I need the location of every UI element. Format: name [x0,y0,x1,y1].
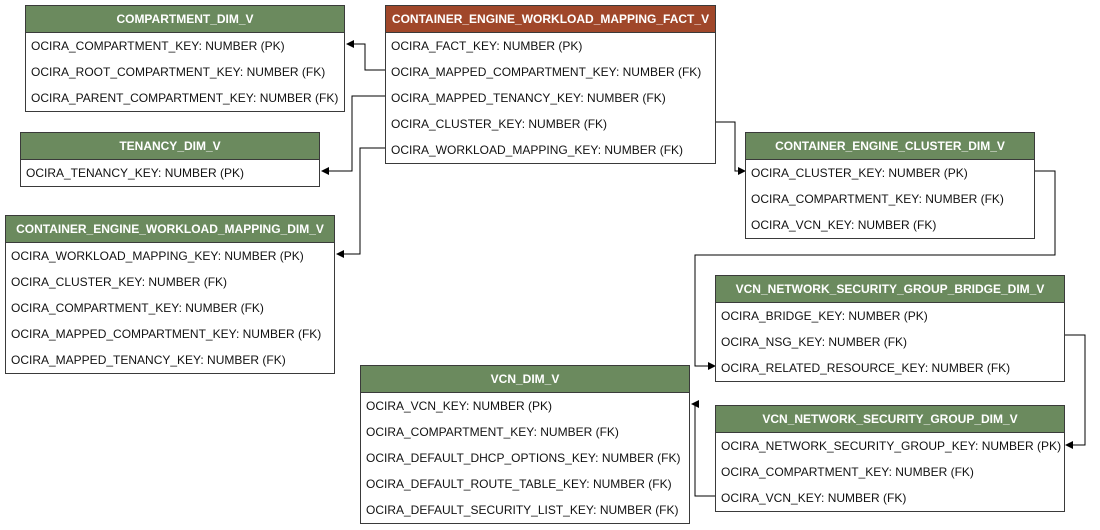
entity-title: VCN_NETWORK_SECURITY_GROUP_BRIDGE_DIM_V [716,276,1064,303]
entity-field: OCIRA_MAPPED_COMPARTMENT_KEY: NUMBER (FK… [391,65,702,79]
entity-field: OCIRA_COMPARTMENT_KEY: NUMBER (FK) [721,465,974,479]
entity-field: OCIRA_DEFAULT_DHCP_OPTIONS_KEY: NUMBER (… [366,451,681,465]
entity-nsg[interactable]: VCN_NETWORK_SECURITY_GROUP_DIM_V OCIRA_NE… [715,405,1065,512]
entity-field: OCIRA_DEFAULT_SECURITY_LIST_KEY: NUMBER … [366,503,679,517]
entity-field: OCIRA_MAPPED_TENANCY_KEY: NUMBER (FK) [391,91,666,105]
entity-field: OCIRA_CLUSTER_KEY: NUMBER (FK) [11,275,228,289]
entity-field: OCIRA_MAPPED_COMPARTMENT_KEY: NUMBER (FK… [11,327,322,341]
entity-field: OCIRA_COMPARTMENT_KEY: NUMBER (FK) [366,425,619,439]
entity-field: OCIRA_MAPPED_TENANCY_KEY: NUMBER (FK) [11,353,286,367]
entity-fact[interactable]: CONTAINER_ENGINE_WORKLOAD_MAPPING_FACT_V… [385,5,716,164]
link-fact-workload [336,147,385,258]
entity-field: OCIRA_NSG_KEY: NUMBER (FK) [721,335,908,349]
entity-field: OCIRA_CLUSTER_KEY: NUMBER (FK) [391,117,608,131]
entity-field: OCIRA_WORKLOAD_MAPPING_KEY: NUMBER (PK) [11,249,304,263]
link-nsg-vcn [691,400,715,497]
entity-field: OCIRA_DEFAULT_ROUTE_TABLE_KEY: NUMBER (F… [366,477,672,491]
link-bridge-nsg [1065,334,1086,449]
entity-vcn[interactable]: VCN_DIM_V OCIRA_VCN_KEY: NUMBER (PK) OCIRA… [360,365,690,524]
entity-nsg-bridge[interactable]: VCN_NETWORK_SECURITY_GROUP_BRIDGE_DIM_V O… [715,275,1065,382]
entity-field: OCIRA_VCN_KEY: NUMBER (FK) [751,218,937,232]
entity-field: OCIRA_WORKLOAD_MAPPING_KEY: NUMBER (FK) [391,143,684,157]
entity-title: TENANCY_DIM_V [21,133,319,160]
link-fact-cluster [716,121,746,175]
entity-field: OCIRA_BRIDGE_KEY: NUMBER (PK) [721,309,928,323]
entity-field: OCIRA_FACT_KEY: NUMBER (PK) [391,39,583,53]
link-fact-compartment [346,40,385,71]
entity-workload[interactable]: CONTAINER_ENGINE_WORKLOAD_MAPPING_DIM_V O… [5,215,335,374]
entity-field: OCIRA_COMPARTMENT_KEY: NUMBER (PK) [31,39,285,53]
entity-field: OCIRA_COMPARTMENT_KEY: NUMBER (FK) [11,301,264,315]
entity-field: OCIRA_RELATED_RESOURCE_KEY: NUMBER (FK) [721,361,1011,375]
entity-title: VCN_NETWORK_SECURITY_GROUP_DIM_V [716,406,1064,433]
entity-cluster[interactable]: CONTAINER_ENGINE_CLUSTER_DIM_V OCIRA_CLUS… [745,132,1035,239]
entity-field: OCIRA_VCN_KEY: NUMBER (FK) [721,491,907,505]
entity-title: CONTAINER_ENGINE_WORKLOAD_MAPPING_FACT_V [386,6,715,33]
entity-compartment[interactable]: COMPARTMENT_DIM_V OCIRA_COMPARTMENT_KEY: … [25,5,345,112]
entity-field: OCIRA_PARENT_COMPARTMENT_KEY: NUMBER (FK… [31,91,339,105]
link-fact-tenancy [321,95,385,175]
entity-title: COMPARTMENT_DIM_V [26,6,344,33]
entity-title: VCN_DIM_V [361,366,689,393]
entity-field: OCIRA_ROOT_COMPARTMENT_KEY: NUMBER (FK) [31,65,326,79]
entity-field: OCIRA_VCN_KEY: NUMBER (PK) [366,399,553,413]
entity-field: OCIRA_COMPARTMENT_KEY: NUMBER (FK) [751,192,1004,206]
entity-field: OCIRA_TENANCY_KEY: NUMBER (PK) [26,166,245,180]
entity-field: OCIRA_NETWORK_SECURITY_GROUP_KEY: NUMBER… [721,439,1062,453]
entity-title: CONTAINER_ENGINE_WORKLOAD_MAPPING_DIM_V [6,216,334,243]
link-cluster-bridge [694,170,1056,370]
entity-title: CONTAINER_ENGINE_CLUSTER_DIM_V [746,133,1034,160]
entity-field: OCIRA_CLUSTER_KEY: NUMBER (PK) [751,166,968,180]
entity-tenancy[interactable]: TENANCY_DIM_V OCIRA_TENANCY_KEY: NUMBER (… [20,132,320,187]
